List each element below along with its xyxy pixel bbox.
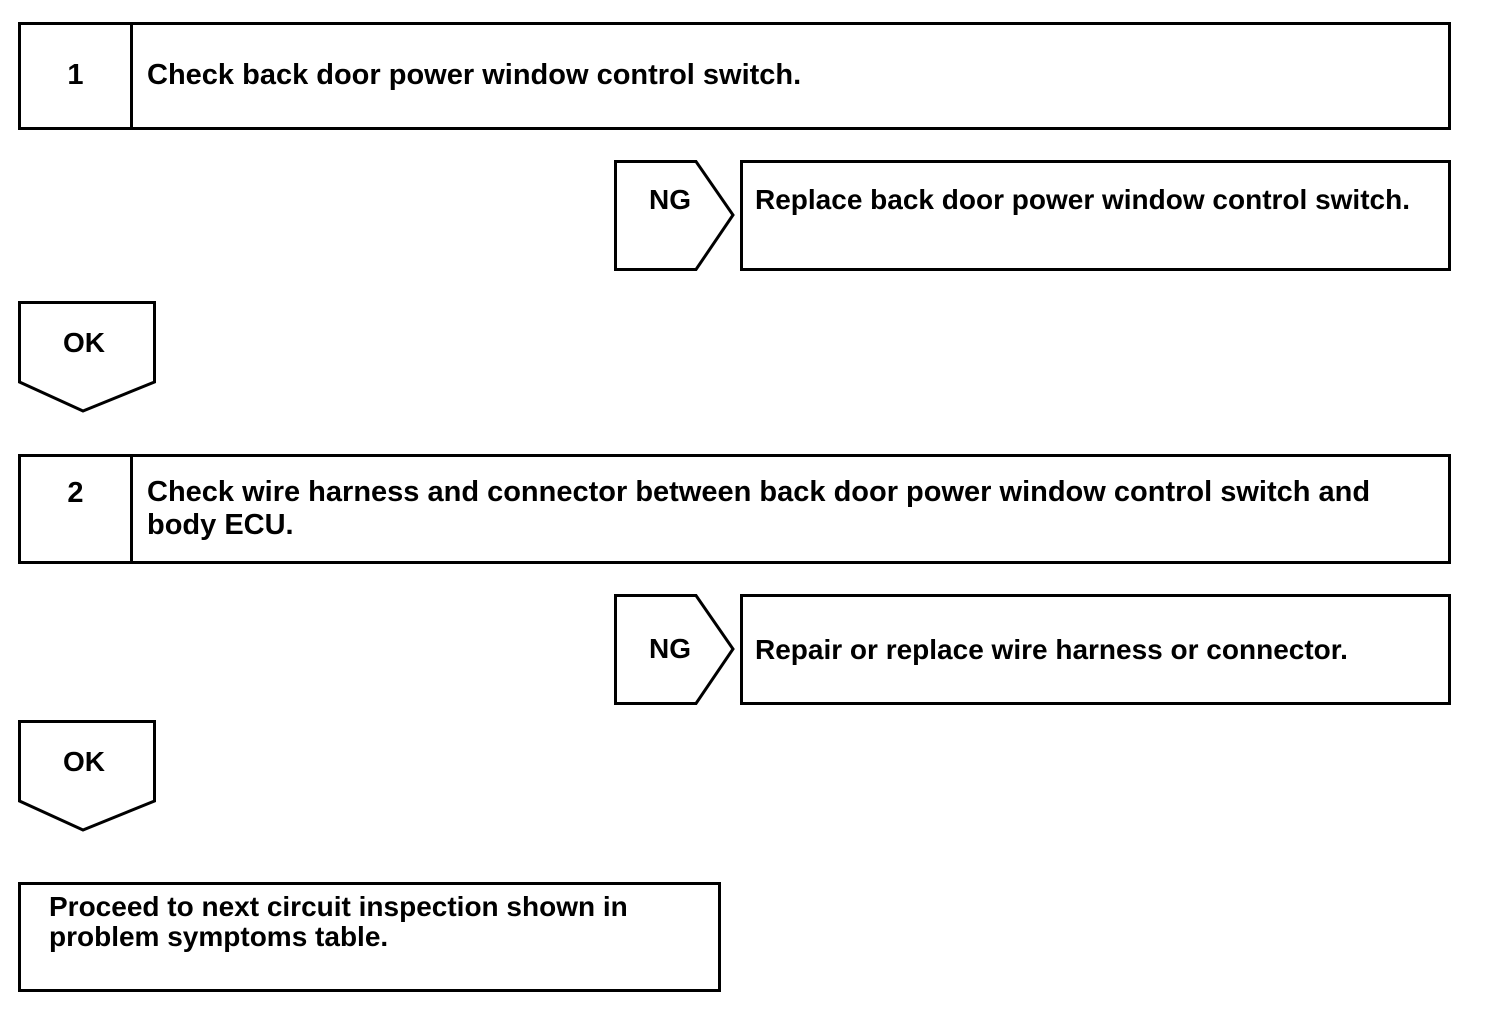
ng-arrow-1	[614, 160, 735, 271]
ng-label-2: NG	[649, 633, 691, 664]
step-1-number: 1	[21, 25, 133, 127]
final-text: Proceed to next circuit inspection shown…	[49, 891, 628, 952]
ng-result-1-text: Replace back door power window control s…	[755, 184, 1410, 215]
ng-result-1-box: Replace back door power window control s…	[740, 160, 1451, 271]
ng-result-2-box: Repair or replace wire harness or connec…	[740, 594, 1451, 705]
step-2-text: Check wire harness and connector between…	[147, 476, 1371, 541]
step-1-text: Check back door power window control swi…	[147, 59, 802, 91]
ok-label-1: OK	[63, 327, 105, 358]
step-2-box: 2 Check wire harness and connector betwe…	[18, 454, 1451, 564]
ng-arrow-2	[614, 594, 735, 705]
ok-arrow-1	[18, 301, 156, 413]
ok-arrow-2	[18, 720, 156, 832]
final-box: Proceed to next circuit inspection shown…	[18, 882, 721, 992]
step-1-box: 1 Check back door power window control s…	[18, 22, 1451, 130]
ng-label-1: NG	[649, 184, 691, 215]
ng-result-2-text: Repair or replace wire harness or connec…	[755, 633, 1348, 665]
step-2-number: 2	[21, 457, 133, 561]
ok-label-2: OK	[63, 746, 105, 777]
